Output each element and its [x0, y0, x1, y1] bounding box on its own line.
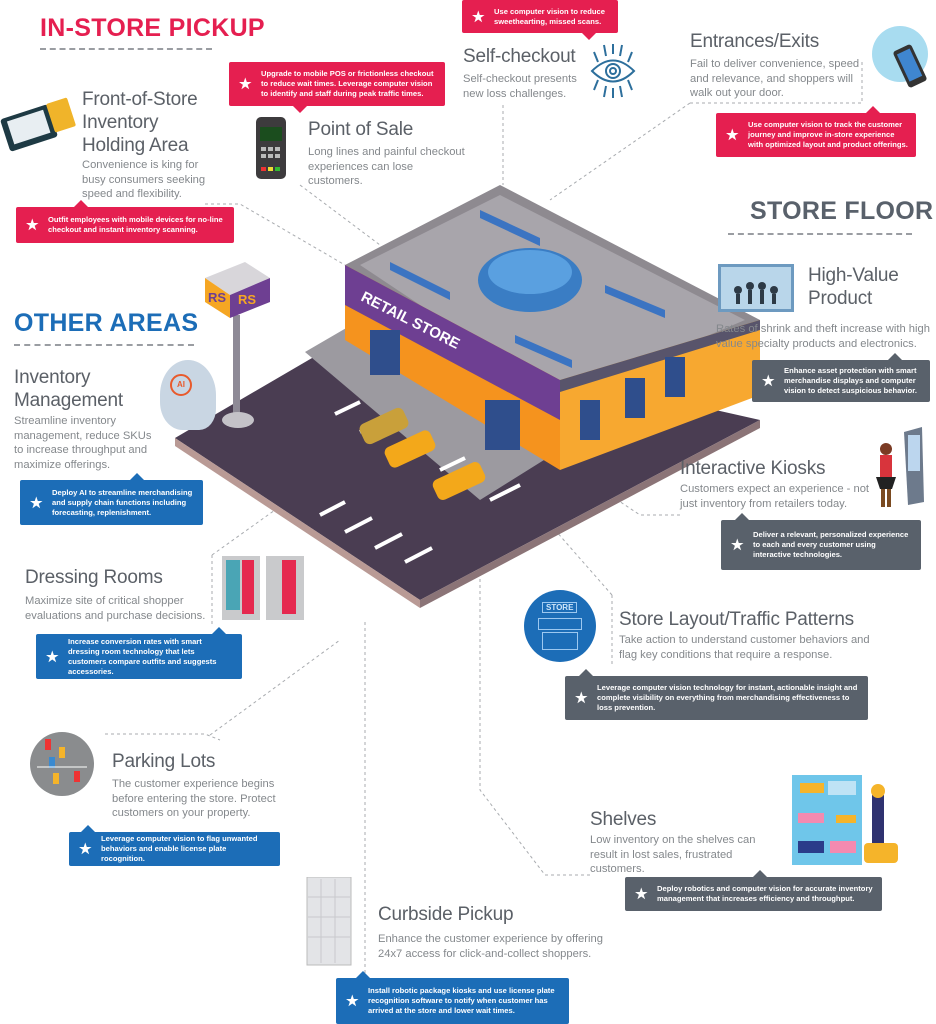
store-layout-desc: Take action to understand customer behav…: [619, 634, 870, 661]
store-layout-title: Store Layout/Traffic Patterns: [619, 609, 854, 630]
sign-logo-2: RS: [238, 292, 256, 307]
curbside-callout: ★Install robotic package kiosks and use …: [336, 971, 569, 1024]
inventory-callout: ★Deploy AI to streamline merchandising a…: [20, 473, 203, 525]
shelf-robot-icon: [792, 775, 898, 865]
self-checkout-title: Self-checkout: [463, 46, 576, 67]
ai-head-icon: AI: [160, 360, 216, 430]
dressing-callout: ★Increase conversion rates with smart dr…: [36, 627, 242, 679]
parking-callout: ★Leverage computer vision to flag unwant…: [69, 825, 280, 866]
high-value-title: High-Value Product: [808, 265, 899, 309]
kiosks-callout: ★Deliver a relevant, personalized experi…: [721, 513, 921, 570]
self-checkout-desc: Self-checkout presents new loss challeng…: [463, 73, 577, 100]
front-store-title: Front-of-Store Inventory Holding Area: [82, 89, 198, 156]
store-layout-callout: ★Leverage computer vision technology for…: [565, 669, 868, 720]
pos-title: Point of Sale: [308, 119, 414, 140]
ai-icon-label: AI: [170, 374, 192, 396]
section-store-floor: STORE FLOOR: [750, 197, 934, 225]
high-value-callout: ★Enhance asset protection with smart mer…: [752, 353, 930, 402]
entrances-callout: ★Use computer vision to track the custom…: [716, 106, 916, 157]
star-icon: ★: [239, 75, 252, 92]
package-locker-icon: [306, 877, 352, 966]
storefront-icon-label: STORE: [542, 602, 578, 613]
card-reader-icon: [256, 117, 286, 179]
jewelry-display-icon: [718, 264, 794, 312]
star-icon: ★: [79, 840, 92, 857]
pos-desc: Long lines and painful checkout experien…: [308, 146, 465, 187]
dressing-room-icon: [222, 556, 304, 620]
star-icon: ★: [731, 536, 744, 553]
pay-terminal-icon: [0, 97, 76, 152]
smartphone-bluetooth-icon: [872, 26, 928, 88]
shelves-desc: Low inventory on the shelves can result …: [590, 834, 756, 875]
eye-circuit-icon: [590, 44, 636, 98]
high-value-desc: Rates of shrink and theft increase with …: [716, 323, 930, 350]
shelves-title: Shelves: [590, 809, 657, 830]
pos-callout: ★Upgrade to mobile POS or frictionless c…: [229, 62, 445, 113]
star-icon: ★: [26, 216, 39, 233]
section-in-store-pickup: IN-STORE PICKUP: [40, 14, 265, 42]
entrances-title: Entrances/Exits: [690, 31, 819, 52]
star-icon: ★: [346, 992, 359, 1009]
front-store-desc: Convenience is king for busy consumers s…: [82, 159, 206, 200]
self-checkout-callout: ★Use computer vision to reduce sweethear…: [462, 0, 618, 40]
shelves-callout: ★Deploy robotics and computer vision for…: [625, 870, 882, 911]
star-icon: ★: [635, 885, 648, 902]
dressing-title: Dressing Rooms: [25, 567, 163, 588]
section-other-areas: OTHER AREAS: [14, 309, 199, 337]
curbside-desc: Enhance the customer experience by offer…: [378, 933, 603, 960]
front-store-callout: ★Outfit employees with mobile devices fo…: [16, 200, 234, 243]
kiosk-user-icon: [876, 427, 924, 507]
star-icon: ★: [762, 372, 775, 389]
parking-desc: The customer experience begins before en…: [112, 778, 276, 819]
parking-lot-icon: [30, 732, 94, 796]
kiosks-desc: Customers expect an experience - not jus…: [680, 483, 870, 510]
curbside-title: Curbside Pickup: [378, 904, 514, 925]
kiosks-title: Interactive Kiosks: [680, 458, 826, 479]
star-icon: ★: [575, 689, 588, 706]
star-icon: ★: [30, 494, 43, 510]
star-icon: ★: [726, 126, 739, 143]
parking-title: Parking Lots: [112, 751, 216, 772]
star-icon: ★: [472, 8, 485, 24]
star-icon: ★: [46, 648, 59, 664]
sign-logo: RS: [208, 290, 226, 305]
inventory-desc: Streamline inventory management, reduce …: [14, 415, 152, 471]
dressing-desc: Maximize site of critical shopper evalua…: [25, 595, 206, 622]
entrances-desc: Fail to deliver convenience, speed and r…: [690, 58, 860, 99]
inventory-title: Inventory Management: [14, 367, 123, 411]
storefront-icon: STORE: [524, 590, 596, 662]
